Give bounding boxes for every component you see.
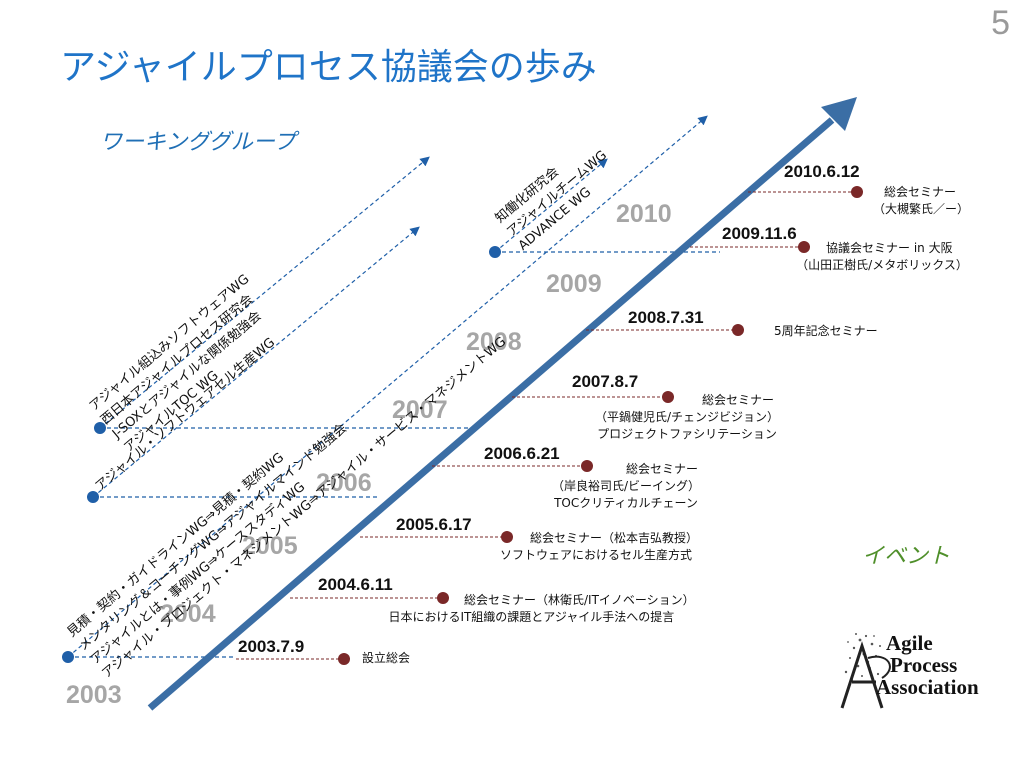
event-dot (662, 391, 674, 403)
event-dot (501, 531, 513, 543)
wg-dot (62, 651, 74, 663)
year-label: 2010 (616, 200, 672, 228)
wg-arrows (67, 115, 720, 658)
page-number: 5 (991, 4, 1010, 42)
year-label: 2009 (546, 270, 602, 298)
event-dot (338, 653, 350, 665)
event-description: 総会セミナー（松本吉弘教授） ソフトウェアにおけるセル生産方式 (500, 531, 699, 562)
year-label: 2005 (242, 532, 298, 560)
year-label: 2004 (160, 600, 216, 628)
event-description: 協議会セミナー in 大阪 （山田正樹氏/メタボリックス） (796, 241, 968, 272)
timeline-arrow (147, 97, 857, 711)
year-label: 2007 (392, 396, 448, 424)
event-dot (851, 186, 863, 198)
event-date: 2010.6.12 (784, 162, 860, 181)
event-date: 2008.7.31 (628, 308, 704, 327)
event-date: 2003.7.9 (238, 637, 305, 656)
wg-arrow-2009 (494, 158, 608, 253)
wg-arrow-2007 (99, 156, 430, 429)
apa-logo-text: Agile Process Association (876, 631, 979, 699)
event-connectors (236, 191, 857, 660)
wg-arrow-2003 (67, 115, 708, 658)
event-description: 総会セミナー （大槻繁氏／ー） (872, 185, 969, 216)
event-date: 2005.6.17 (396, 515, 472, 534)
event-description: 総会セミナー （平鍋健児氏/チェンジビジョン） プロジェクトファシリテーション (594, 393, 780, 441)
event-dot (581, 460, 593, 472)
event-date: 2006.6.21 (484, 444, 560, 463)
event-dot (437, 592, 449, 604)
event-label: イベント (862, 544, 951, 569)
event-date: 2004.6.11 (318, 575, 393, 594)
slide-title: アジャイルプロセス協議会の歩み (60, 47, 597, 88)
event-date: 2007.8.7 (572, 372, 639, 391)
event-date: 2009.11.6 (722, 224, 797, 243)
event-description: 総会セミナー（林衛氏/ITイノベーション） 日本におけるIT組織の課題とアジャイ… (388, 593, 695, 624)
event-dot (798, 241, 810, 253)
event-description: 総会セミナー （岸良裕司氏/ビーイング） TOCクリティカルチェーン (551, 462, 701, 510)
wg-arrow-2006 (92, 226, 420, 498)
year-label: 2008 (466, 328, 522, 356)
wg-dot (94, 422, 106, 434)
year-label: 2003 (66, 681, 122, 709)
working-group-label: ワーキンググループ (100, 130, 296, 155)
wg-dots (62, 246, 501, 663)
wg-dot (489, 246, 501, 258)
apa-logo-icon (840, 633, 891, 709)
event-dot (732, 324, 744, 336)
event-dots (338, 186, 863, 665)
wg-dot (87, 491, 99, 503)
year-label: 2006 (316, 469, 372, 497)
event-description: 設立総会 (362, 651, 411, 665)
event-description: 5周年記念セミナー (774, 324, 878, 338)
